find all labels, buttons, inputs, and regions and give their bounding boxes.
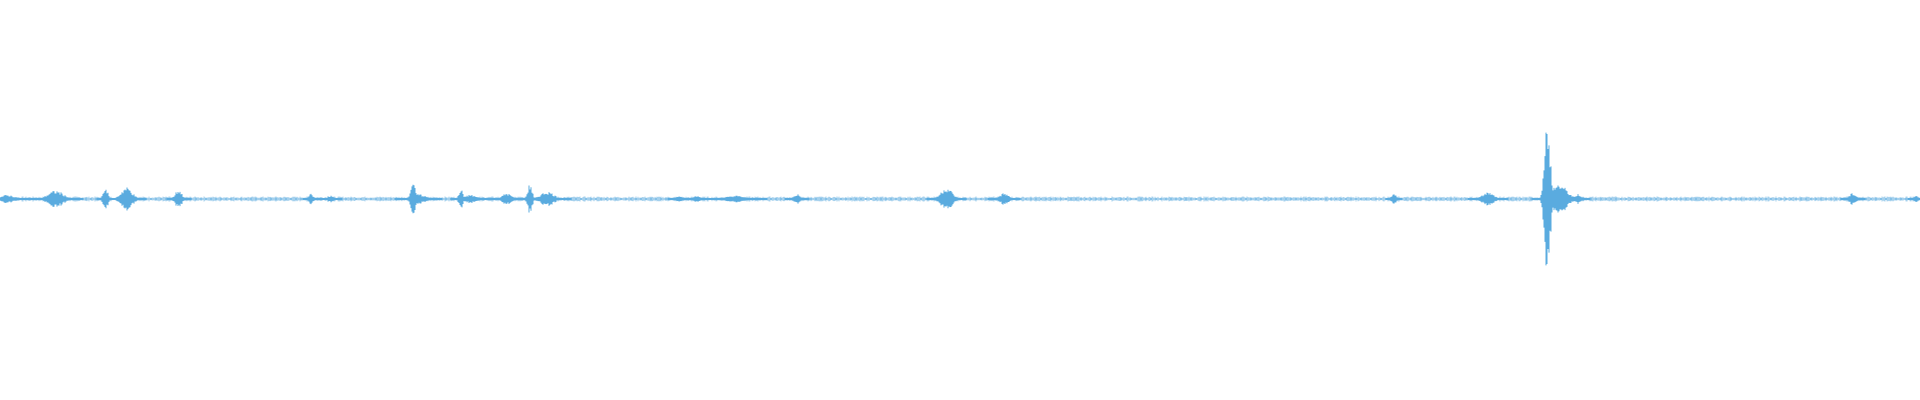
waveform-burst (1907, 196, 1920, 202)
waveform-burst (784, 194, 810, 204)
waveform-burst (987, 193, 1021, 205)
waveform-burst (703, 195, 768, 203)
waveform-burst (1840, 193, 1866, 205)
waveform-burst (1467, 192, 1509, 206)
waveform-burst (523, 192, 572, 206)
waveform-burst (490, 193, 524, 205)
waveform-burst (1385, 194, 1403, 204)
waveform-burst (302, 193, 320, 205)
waveform-burst (106, 187, 147, 211)
waveform-burst (450, 195, 491, 203)
waveform-burst (1565, 194, 1591, 204)
waveform-burst (394, 194, 443, 204)
waveform-burst (926, 189, 967, 209)
waveform-burst (317, 195, 343, 203)
waveform-burst (0, 195, 32, 203)
waveform-burst (166, 191, 192, 207)
waveform-burst (27, 191, 84, 207)
waveform-bars (0, 132, 1920, 266)
